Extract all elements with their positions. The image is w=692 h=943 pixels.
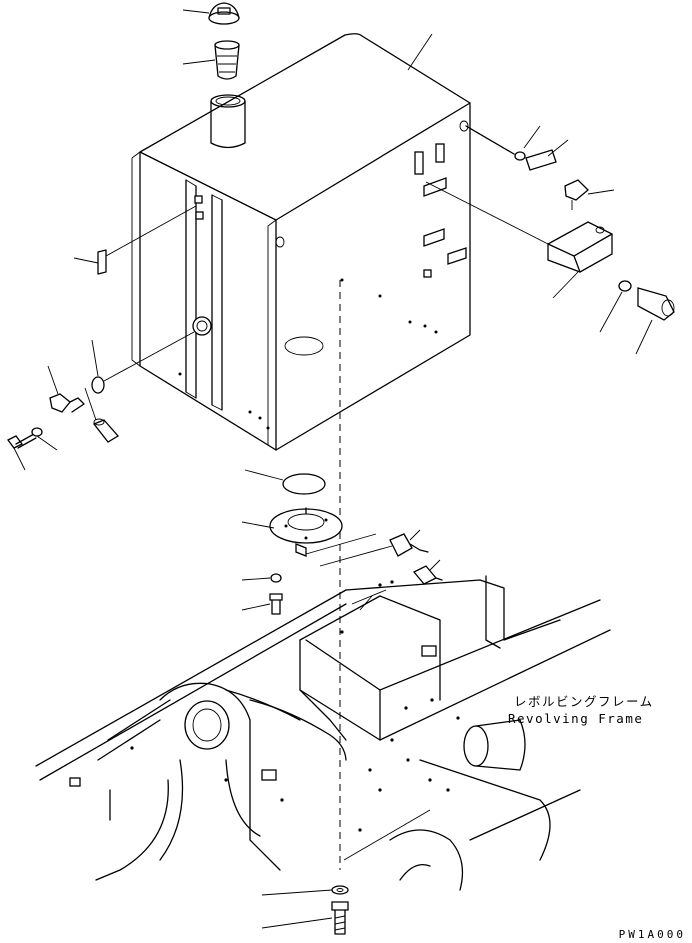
tank-cap	[208, 2, 240, 25]
filler-neck	[210, 94, 246, 149]
leader-fitting	[547, 139, 569, 157]
leader-flange	[241, 521, 275, 529]
leader-washer-left	[36, 435, 58, 451]
leader-strainer	[182, 59, 216, 65]
sight-gauge-cap	[91, 331, 195, 394]
leader-breather	[84, 387, 97, 421]
leader-o-ring	[244, 469, 284, 481]
leader-bolt-bottom	[261, 917, 333, 929]
sensor-connector	[305, 533, 443, 585]
level-switch	[47, 365, 85, 413]
leader-washer-right	[599, 291, 623, 333]
leader-bolt-right	[635, 319, 653, 355]
frame-label-english: Revolving Frame	[508, 711, 644, 726]
leader-connector	[429, 559, 441, 571]
drawing-code: PW1A000	[618, 928, 686, 941]
leader-cover-bracket	[73, 257, 99, 264]
leader-bolt-flange	[241, 603, 271, 611]
washer-flange	[270, 573, 282, 583]
leader-washer-bottom	[261, 889, 333, 896]
o-ring	[282, 473, 326, 495]
leader-support-bracket	[552, 271, 579, 299]
leader-rod	[523, 125, 541, 149]
washer-bottom	[331, 885, 349, 895]
revolving-frame	[35, 575, 611, 891]
rod-and-fittings	[465, 125, 589, 210]
leader-tank-cap	[182, 9, 210, 14]
leader-bolt-left	[13, 447, 26, 471]
bolt-bottom	[331, 901, 349, 935]
leader-sensor	[409, 529, 421, 541]
suction-flange	[269, 507, 343, 557]
washer-right	[618, 280, 632, 292]
washer-left	[31, 427, 43, 437]
bolt-flange	[269, 593, 283, 615]
strainer	[214, 40, 240, 80]
mounting-bolt-left	[7, 433, 37, 449]
support-bracket	[425, 181, 613, 273]
bolt-holes	[178, 278, 438, 430]
leader-tank	[407, 33, 433, 71]
breather-tube	[92, 418, 120, 443]
leader-sight-gauge	[91, 339, 99, 377]
hydraulic-tank	[131, 33, 471, 451]
frame-holes	[130, 580, 460, 832]
cover-bracket	[97, 205, 197, 275]
leader-elbow	[587, 189, 615, 195]
frame-label-japanese: レボルビングフレーム	[514, 694, 654, 709]
leader-frame	[343, 809, 431, 861]
mounting-bolt-right	[637, 287, 675, 321]
flange-opening	[284, 336, 324, 356]
leader-washer-flange	[241, 577, 271, 581]
